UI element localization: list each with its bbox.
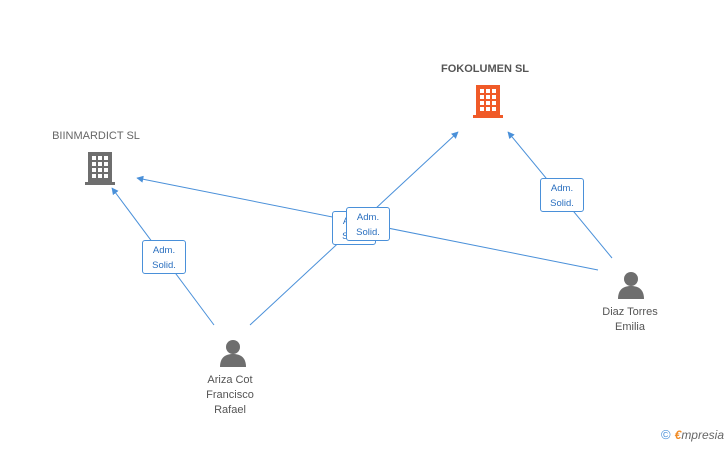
company-name-fokolumen[interactable]: FOKOLUMEN SL xyxy=(441,63,529,75)
person-icon[interactable] xyxy=(218,338,248,368)
relation-label-diaz-fokolumen[interactable]: Adm. Solid. xyxy=(540,178,584,212)
relation-role: Adm. xyxy=(152,245,176,256)
relation-label-ariza-biinmardict[interactable]: Adm. Solid. xyxy=(142,240,186,274)
person-name-line: Rafael xyxy=(214,404,246,416)
relation-type: Solid. xyxy=(550,198,574,209)
building-icon[interactable] xyxy=(84,150,116,186)
relation-type: Solid. xyxy=(152,260,176,271)
person-name-ariza[interactable]: Ariza Cot Francisco Rafael xyxy=(180,373,280,418)
empresia-watermark: ©€mpresia xyxy=(661,427,724,442)
copyright-symbol: © xyxy=(661,427,671,442)
person-icon[interactable] xyxy=(616,270,646,300)
relation-label-ariza-fokolumen[interactable]: Adm. Solid. xyxy=(346,207,390,241)
building-icon[interactable] xyxy=(472,83,504,119)
person-name-line: Diaz Torres xyxy=(602,306,658,318)
person-name-line: Emilia xyxy=(615,321,645,333)
relation-type: Solid. xyxy=(356,227,380,238)
empresia-logo-mark: € xyxy=(674,428,682,442)
relation-role: Adm. xyxy=(356,212,380,223)
empresia-logo-text: mpresia xyxy=(681,428,724,442)
person-name-line: Ariza Cot xyxy=(207,374,253,386)
person-name-line: Francisco xyxy=(206,389,254,401)
relation-role: Adm. xyxy=(550,183,574,194)
person-name-diaz[interactable]: Diaz Torres Emilia xyxy=(580,305,680,335)
company-name-biinmardict[interactable]: BIINMARDICT SL xyxy=(52,130,140,142)
